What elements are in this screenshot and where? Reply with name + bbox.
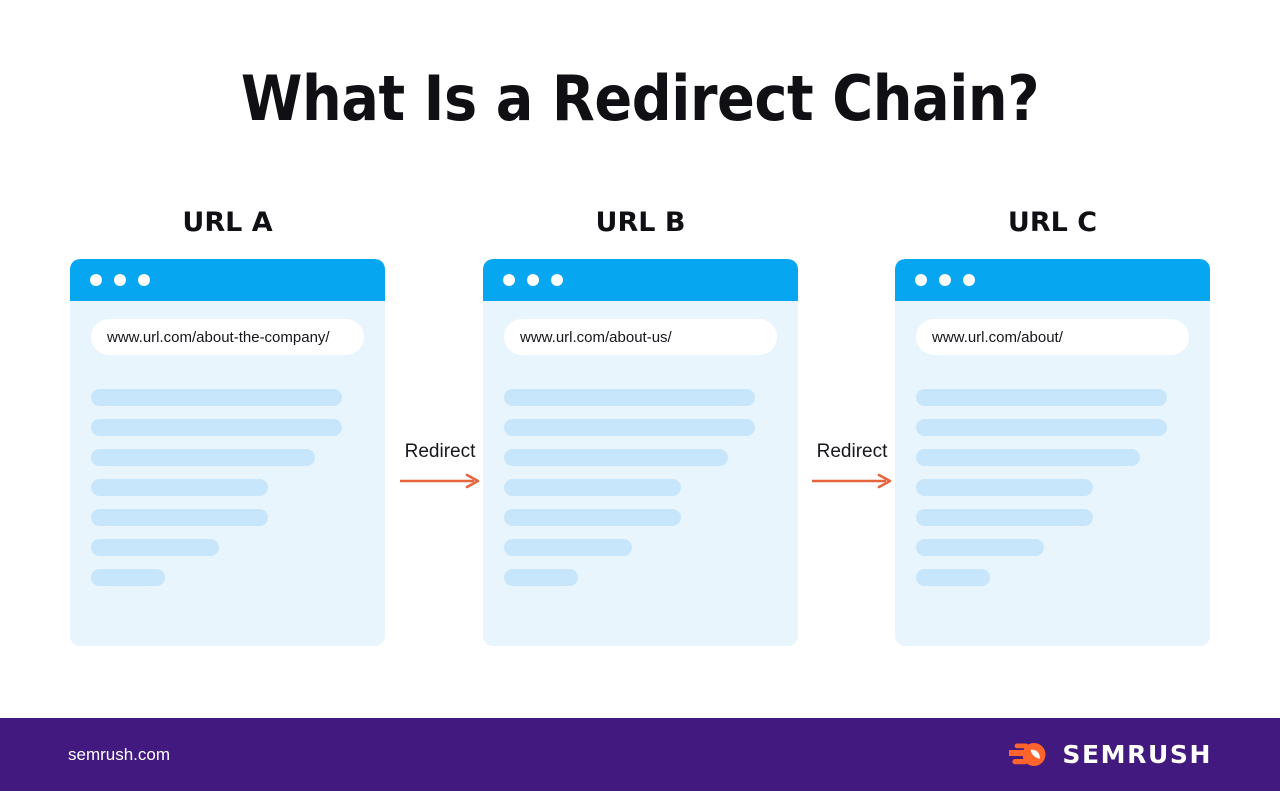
window-dot-icon xyxy=(527,274,539,286)
content-placeholder-b xyxy=(504,389,777,586)
placeholder-line xyxy=(504,539,633,556)
content-placeholder-c xyxy=(916,389,1189,586)
url-label-c: URL C xyxy=(1007,207,1098,238)
address-bar-a[interactable]: www.url.com/about-the-company/ xyxy=(91,319,364,355)
window-dot-icon xyxy=(90,274,102,286)
browser-window-c: www.url.com/about/ xyxy=(895,259,1210,646)
url-column-c: URL C www.url.com/about/ xyxy=(895,205,1210,646)
redirect-label: Redirect xyxy=(816,441,888,462)
placeholder-line xyxy=(916,539,1045,556)
browser-window-a: www.url.com/about-the-company/ xyxy=(70,259,385,646)
placeholder-line xyxy=(916,479,1094,496)
window-dot-icon xyxy=(963,274,975,286)
window-dot-icon xyxy=(138,274,150,286)
placeholder-line xyxy=(91,389,343,406)
address-bar-b[interactable]: www.url.com/about-us/ xyxy=(504,319,777,355)
placeholder-line xyxy=(916,509,1094,526)
placeholder-line xyxy=(504,479,682,496)
url-column-b: URL B www.url.com/about-us/ xyxy=(483,205,798,646)
placeholder-line xyxy=(91,569,165,586)
window-dot-icon xyxy=(915,274,927,286)
footer-site-url[interactable]: semrush.com xyxy=(68,744,171,764)
placeholder-line xyxy=(916,569,990,586)
browser-titlebar-c xyxy=(895,259,1210,301)
footer-bar: semrush.com SEMRUSH xyxy=(0,718,1280,791)
placeholder-line xyxy=(91,449,315,466)
arrow-right-icon xyxy=(400,473,480,489)
placeholder-line xyxy=(504,449,728,466)
address-bar-c[interactable]: www.url.com/about/ xyxy=(916,319,1189,355)
semrush-comet-icon xyxy=(1009,742,1046,766)
browser-titlebar-a xyxy=(70,259,385,301)
placeholder-line xyxy=(916,419,1168,436)
window-dot-icon xyxy=(114,274,126,286)
window-dot-icon xyxy=(503,274,515,286)
semrush-logo[interactable]: SEMRUSH xyxy=(1009,740,1212,769)
arrow-right-icon xyxy=(812,473,892,489)
url-label-b: URL B xyxy=(595,207,686,238)
semrush-wordmark: SEMRUSH xyxy=(1062,740,1212,769)
url-column-a: URL A www.url.com/about-the-company/ xyxy=(70,205,385,646)
placeholder-line xyxy=(91,479,269,496)
browser-titlebar-b xyxy=(483,259,798,301)
redirect-connector-2: Redirect xyxy=(797,441,907,489)
url-label-a: URL A xyxy=(182,207,273,238)
window-dot-icon xyxy=(939,274,951,286)
placeholder-line xyxy=(91,539,220,556)
placeholder-line xyxy=(504,509,682,526)
placeholder-line xyxy=(504,419,756,436)
placeholder-line xyxy=(91,509,269,526)
placeholder-line xyxy=(504,569,578,586)
redirect-connector-1: Redirect xyxy=(385,441,495,489)
content-placeholder-a xyxy=(91,389,364,586)
placeholder-line xyxy=(91,419,343,436)
browser-window-b: www.url.com/about-us/ xyxy=(483,259,798,646)
redirect-label: Redirect xyxy=(404,441,476,462)
page-title: What Is a Redirect Chain? xyxy=(240,62,1040,135)
window-dot-icon xyxy=(551,274,563,286)
placeholder-line xyxy=(916,449,1140,466)
placeholder-line xyxy=(916,389,1168,406)
redirect-chain-diagram: URL A www.url.com/about-the-company/ xyxy=(0,205,1280,665)
placeholder-line xyxy=(504,389,756,406)
